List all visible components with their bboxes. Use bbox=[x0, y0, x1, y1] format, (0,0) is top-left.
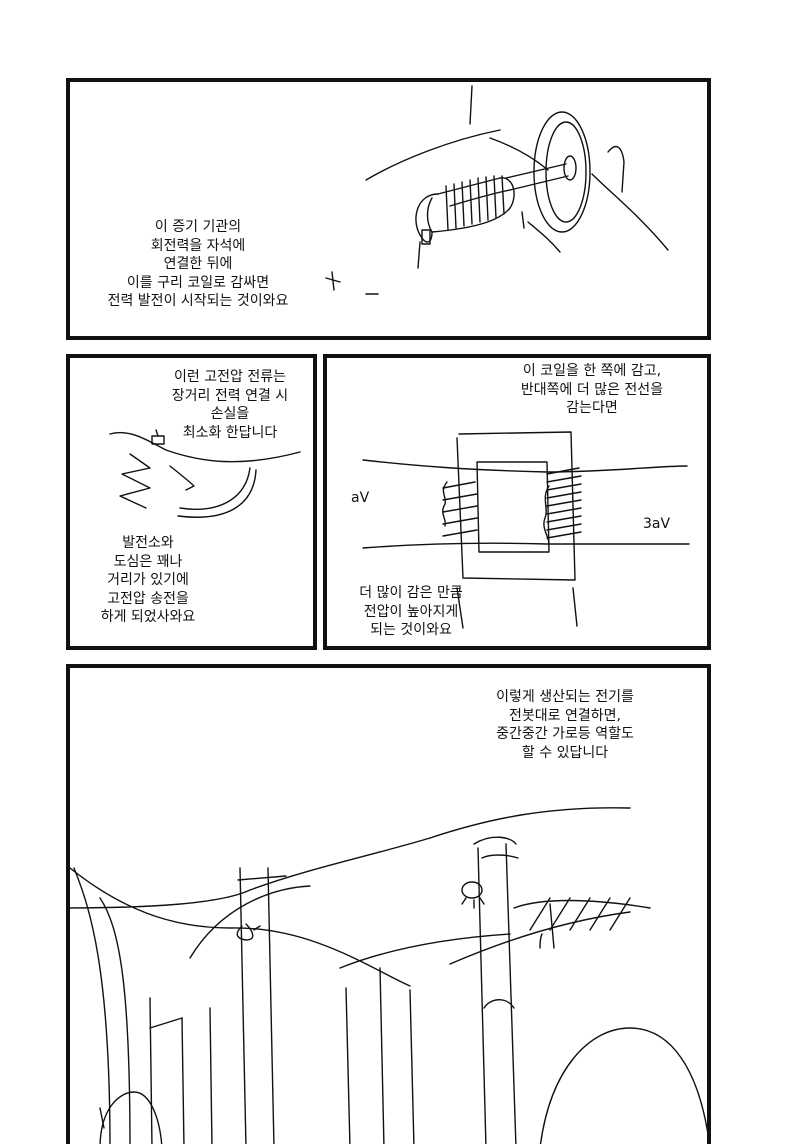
panel-caption-bottom: 더 많이 감은 만큼 전압이 높아지게 되는 것이와요 bbox=[359, 585, 463, 638]
panel-caption: 이 증기 기관의 회전력을 자석에 연결한 뒤에 이를 구리 코일로 감싸면 전… bbox=[107, 219, 289, 309]
panel-steam-engine: 이 증기 기관의 회전력을 자석에 연결한 뒤에 이를 구리 코일로 감싸면 전… bbox=[66, 78, 711, 340]
street-lights-drawing bbox=[70, 807, 707, 1144]
panel-transformer: 이 코일을 한 쪽에 감고, 반대쪽에 더 많은 전선을 감는다면 aV 3aV… bbox=[323, 354, 711, 650]
panel-street-lights: 이렇게 생산되는 전기를 전봇대로 연결하면, 중간중간 가로등 역할도 할 수… bbox=[66, 664, 711, 1144]
transformer-drawing bbox=[362, 431, 690, 629]
panel-caption-top: 이런 고전압 전류는 장거리 전력 연결 시 손실을 최소화 한답니다 bbox=[171, 369, 289, 441]
transmission-sketch bbox=[109, 429, 301, 518]
primary-voltage-label: aV bbox=[351, 490, 370, 506]
secondary-voltage-label: 3aV bbox=[643, 516, 671, 532]
steam-engine-drawing bbox=[325, 85, 669, 295]
panel-caption-bottom: 발전소와 도심은 꽤나 거리가 있기에 고전압 송전을 하게 되었사와요 bbox=[100, 535, 196, 625]
panel-caption: 이렇게 생산되는 전기를 전봇대로 연결하면, 중간중간 가로등 역할도 할 수… bbox=[496, 689, 634, 761]
panel-caption-top: 이 코일을 한 쪽에 감고, 반대쪽에 더 많은 전선을 감는다면 bbox=[520, 363, 664, 416]
panel-transmission: 이런 고전압 전류는 장거리 전력 연결 시 손실을 최소화 한답니다 발전소와… bbox=[66, 354, 317, 650]
